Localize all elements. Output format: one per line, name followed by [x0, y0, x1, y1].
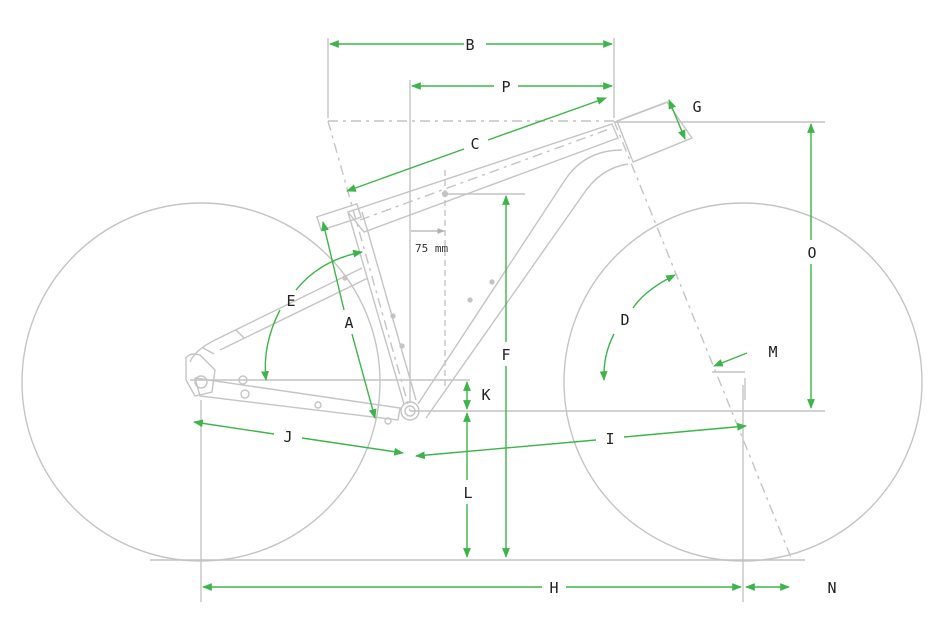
offset-75mm-text: 75 mm	[415, 242, 448, 255]
label-a: A	[344, 314, 353, 332]
head-tube-center-ext	[614, 101, 669, 123]
dim-m	[713, 352, 748, 367]
bike-frame-outline	[21, 38, 923, 602]
dim-a	[321, 221, 345, 311]
label-i: I	[605, 430, 614, 448]
bottom-bracket	[400, 401, 420, 421]
dim-d	[632, 274, 676, 309]
dim-g	[668, 99, 686, 140]
label-h: H	[549, 579, 558, 597]
head-tube	[616, 101, 694, 163]
dim-c	[346, 148, 465, 192]
seat-stay-lower	[219, 277, 369, 351]
dimension-lines	[193, 40, 815, 591]
down-tube	[417, 149, 623, 405]
dimension-labels: B P C G O F A E D M K L J I H N	[283, 36, 836, 597]
seat-stay	[189, 267, 363, 363]
dim-i	[415, 439, 597, 460]
label-j: J	[283, 428, 292, 446]
bottom-bracket-inner	[404, 405, 416, 417]
label-c: C	[470, 135, 479, 153]
steering-axis	[613, 120, 793, 561]
label-k: K	[481, 386, 490, 404]
label-d: D	[620, 311, 629, 329]
label-l: L	[463, 484, 472, 502]
seat-clamp	[315, 202, 363, 232]
top-tube-centerline	[359, 127, 613, 221]
label-b: B	[465, 36, 474, 54]
rear-dropout	[185, 353, 216, 397]
label-f: F	[501, 346, 510, 364]
dim-e	[295, 249, 363, 291]
top-tube	[346, 123, 619, 233]
label-n: N	[827, 579, 836, 597]
label-g: G	[692, 98, 701, 116]
rear-axle	[194, 375, 208, 389]
label-o: O	[807, 244, 816, 262]
chain-stay	[194, 377, 401, 421]
label-p: P	[501, 78, 510, 96]
seat-tube-centerline	[327, 120, 411, 412]
dim-j	[193, 419, 275, 435]
label-m: M	[768, 343, 777, 361]
label-e: E	[286, 292, 295, 310]
seat-tube-right	[361, 211, 417, 401]
down-tube-inner	[425, 163, 629, 419]
seat-tube	[347, 211, 405, 405]
